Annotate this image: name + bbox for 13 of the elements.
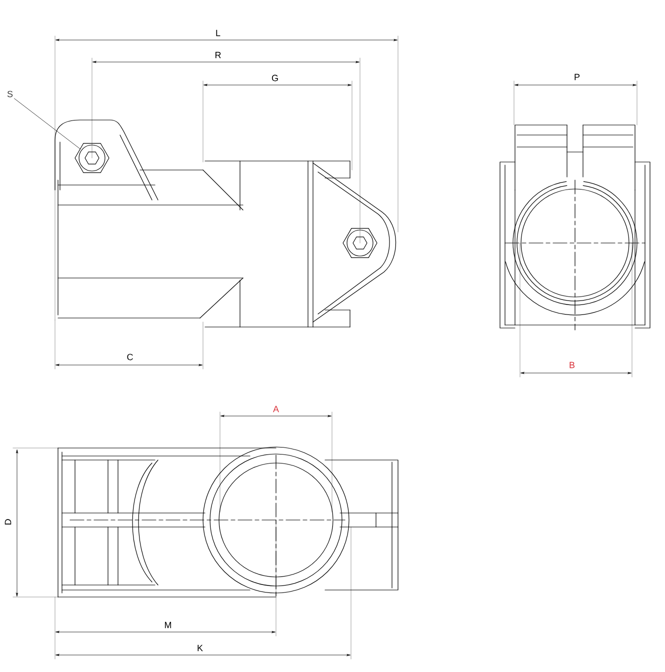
leader-line	[14, 98, 80, 149]
dimension-label: B	[568, 360, 576, 370]
dimension-label: L	[214, 28, 222, 38]
dimension-label: R	[214, 50, 222, 60]
dimension-label: D	[4, 518, 12, 526]
dimension-label: A	[272, 404, 280, 414]
dimension-label: C	[126, 352, 134, 362]
callout-label: S	[7, 90, 13, 98]
dimension-label: K	[196, 644, 204, 652]
dimension-label: P	[573, 72, 581, 82]
dimension-label: G	[270, 74, 280, 82]
dimension-label: M	[163, 620, 173, 630]
bolt-head	[74, 142, 110, 174]
